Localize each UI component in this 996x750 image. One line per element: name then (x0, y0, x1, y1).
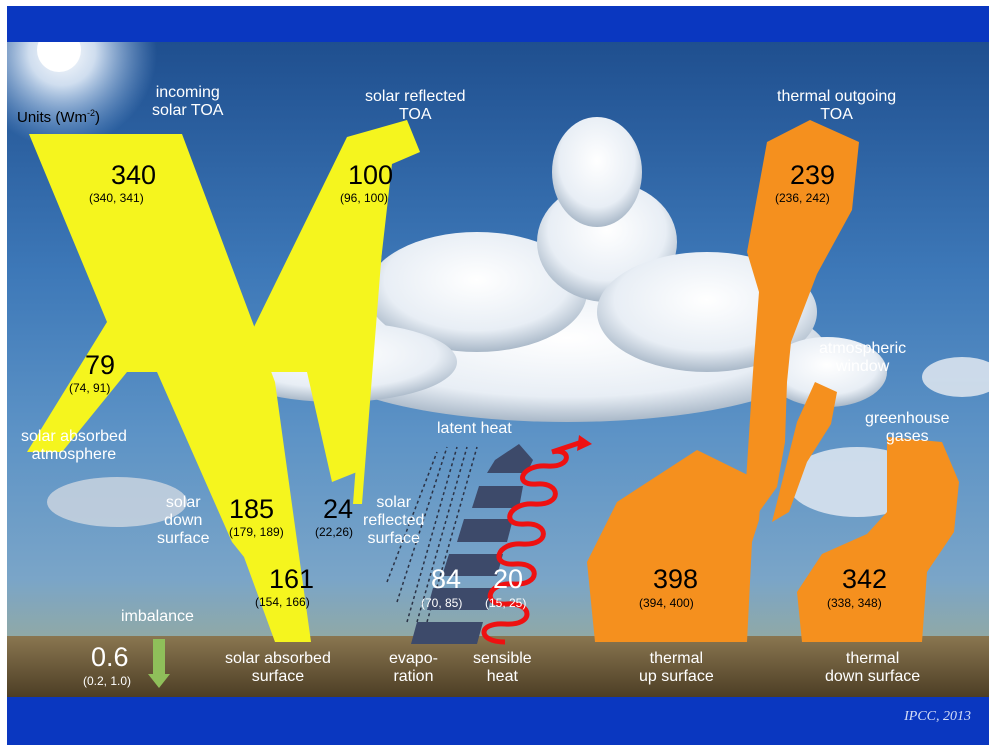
imbalance-arrow (148, 639, 170, 688)
thermal-up-surface-value: 398 (653, 564, 699, 594)
solar-reflected-surface-range: (22,26) (315, 525, 354, 539)
solar-absorbed-surface-label: solar absorbed surface (225, 650, 331, 685)
ground (7, 636, 989, 697)
solar-reflected-surface-value: 24 (323, 494, 354, 524)
incoming-solar-value: 340 (111, 160, 157, 190)
atmospheric-window-strand (772, 382, 837, 522)
thermal-down-surface-range: (338, 348) (827, 596, 882, 610)
solar-down-surface-value: 185 (229, 494, 275, 524)
bottom-band: IPCC, 2013 (7, 697, 989, 745)
incoming-solar-range: (340, 341) (89, 191, 144, 205)
sun-glow (7, 42, 157, 147)
thermal-outgoing-toa-arrow (745, 120, 859, 512)
atmospheric-window-label: atmospheric window (819, 340, 907, 375)
cloud-left-low (47, 477, 187, 527)
sensible-heat-range: (15, 25) (485, 596, 527, 610)
thermal-outgoing-toa-value: 239 (790, 160, 836, 190)
solar-absorbed-surface-value: 161 (269, 564, 315, 594)
thermal-outgoing-toa-label: thermal outgoing TOA (777, 88, 897, 123)
sensible-heat-value: 20 (493, 564, 524, 594)
solar-flows (27, 120, 420, 642)
solar-absorbed-surface-range: (154, 166) (255, 595, 310, 609)
credit-label: IPCC, 2013 (904, 709, 971, 724)
imbalance-range: (0.2, 1.0) (83, 674, 132, 688)
solar-reflected-toa-arrow (227, 120, 420, 482)
sensible-heat-arrowhead (577, 435, 592, 451)
solar-reflected-surface-strand (353, 160, 389, 504)
sun-core (37, 42, 81, 72)
top-band (7, 6, 989, 42)
thermal-up-surface-arrow (587, 450, 762, 642)
thermal-up-surface-range: (394, 400) (639, 596, 694, 610)
thermal-outgoing-toa-range: (236, 242) (775, 191, 830, 205)
thermal-up-surface-label: thermal up surface (639, 650, 714, 685)
incoming-solar-arrow (27, 134, 311, 642)
evaporation-label: evapo- ration (389, 650, 438, 685)
solar-reflected-toa-label: solar reflected TOA (365, 88, 466, 123)
solar-reflected-toa-value: 100 (348, 160, 394, 190)
latent-heat-blocks (411, 444, 533, 644)
solar-absorbed-atmosphere-label: solar absorbed atmosphere (21, 428, 127, 463)
thermal-flows (587, 120, 959, 642)
diagram-graphics (7, 42, 989, 697)
solar-absorbed-atmosphere-value: 79 (85, 350, 116, 380)
units-label: Units (Wm-2) (17, 108, 101, 126)
greenhouse-gases-label: greenhouse gases (865, 410, 950, 445)
solar-absorbed-atmosphere-range: (74, 91) (69, 381, 111, 395)
sensible-heat-spiral (481, 439, 583, 645)
sensible-heat-label: sensible heat (473, 650, 532, 685)
imbalance-label: imbalance (121, 608, 194, 625)
greenhouse-gases-arrow (797, 437, 959, 642)
energy-budget-scene: Units (Wm-2) incoming solar TOA 340 (340… (7, 42, 989, 697)
solar-down-surface-range: (179, 189) (229, 525, 284, 539)
evaporation-value: 84 (431, 564, 462, 594)
solar-reflected-surface-label: solar reflected surface (363, 494, 425, 547)
thermal-down-surface-label: thermal down surface (825, 650, 921, 685)
evaporation-range: (70, 85) (421, 596, 463, 610)
incoming-solar-label: incoming solar TOA (152, 84, 224, 119)
thermal-down-surface-value: 342 (842, 564, 888, 594)
solar-reflected-toa-range: (96, 100) (340, 191, 389, 205)
imbalance-value: 0.6 (91, 642, 129, 672)
latent-heat-label: latent heat (437, 420, 512, 437)
solar-down-surface-label: solar down surface (157, 494, 210, 547)
